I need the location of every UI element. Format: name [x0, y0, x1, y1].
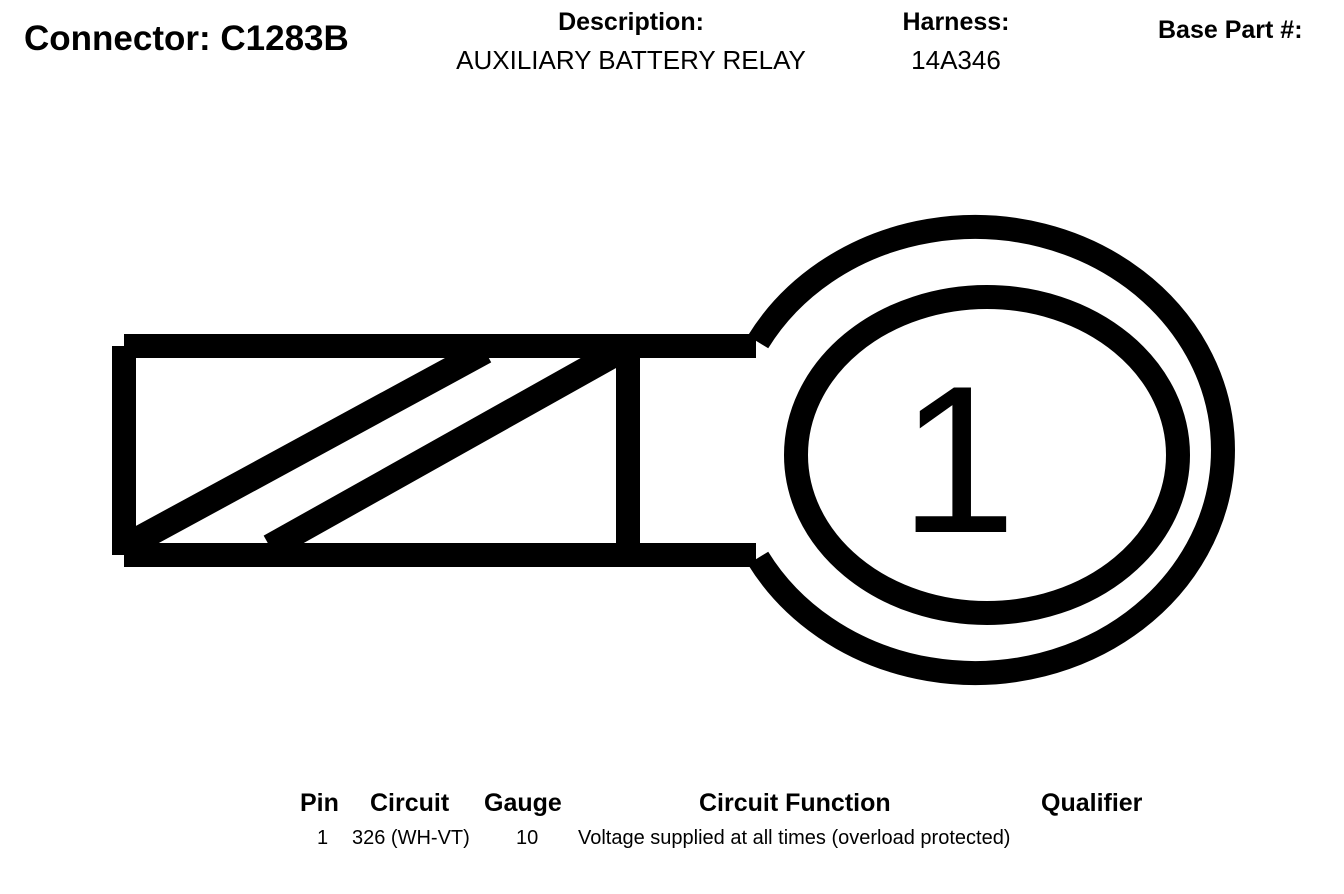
description-value: AUXILIARY BATTERY RELAY: [456, 45, 806, 75]
eyelet-outer-ring: [747, 215, 1235, 685]
pin-number: 1: [900, 342, 1017, 577]
connector-title: Connector: C1283B: [24, 19, 349, 58]
base-part-label: Base Part #:: [1158, 16, 1303, 44]
col-header-gauge: Gauge: [484, 789, 562, 817]
eyelet-inner-ring: [784, 285, 1190, 625]
harness-value: 14A346: [911, 45, 1001, 75]
col-header-circuit: Circuit: [370, 789, 450, 817]
harness-label: Harness:: [902, 8, 1010, 36]
col-header-pin: Pin: [300, 789, 339, 817]
col-header-qualifier: Qualifier: [1041, 789, 1143, 817]
row-gauge: 10: [516, 827, 539, 849]
row-function: Voltage supplied at all times (overload …: [578, 827, 1011, 849]
ring-terminal-drawing: [112, 215, 1235, 685]
barrel-stripe-1: [121, 339, 492, 557]
row-pin: 1: [317, 827, 329, 849]
row-circuit: 326 (WH-VT): [352, 827, 470, 849]
description-label: Description:: [558, 8, 704, 36]
barrel-stripe-2: [263, 340, 625, 559]
col-header-function: Circuit Function: [699, 789, 891, 817]
